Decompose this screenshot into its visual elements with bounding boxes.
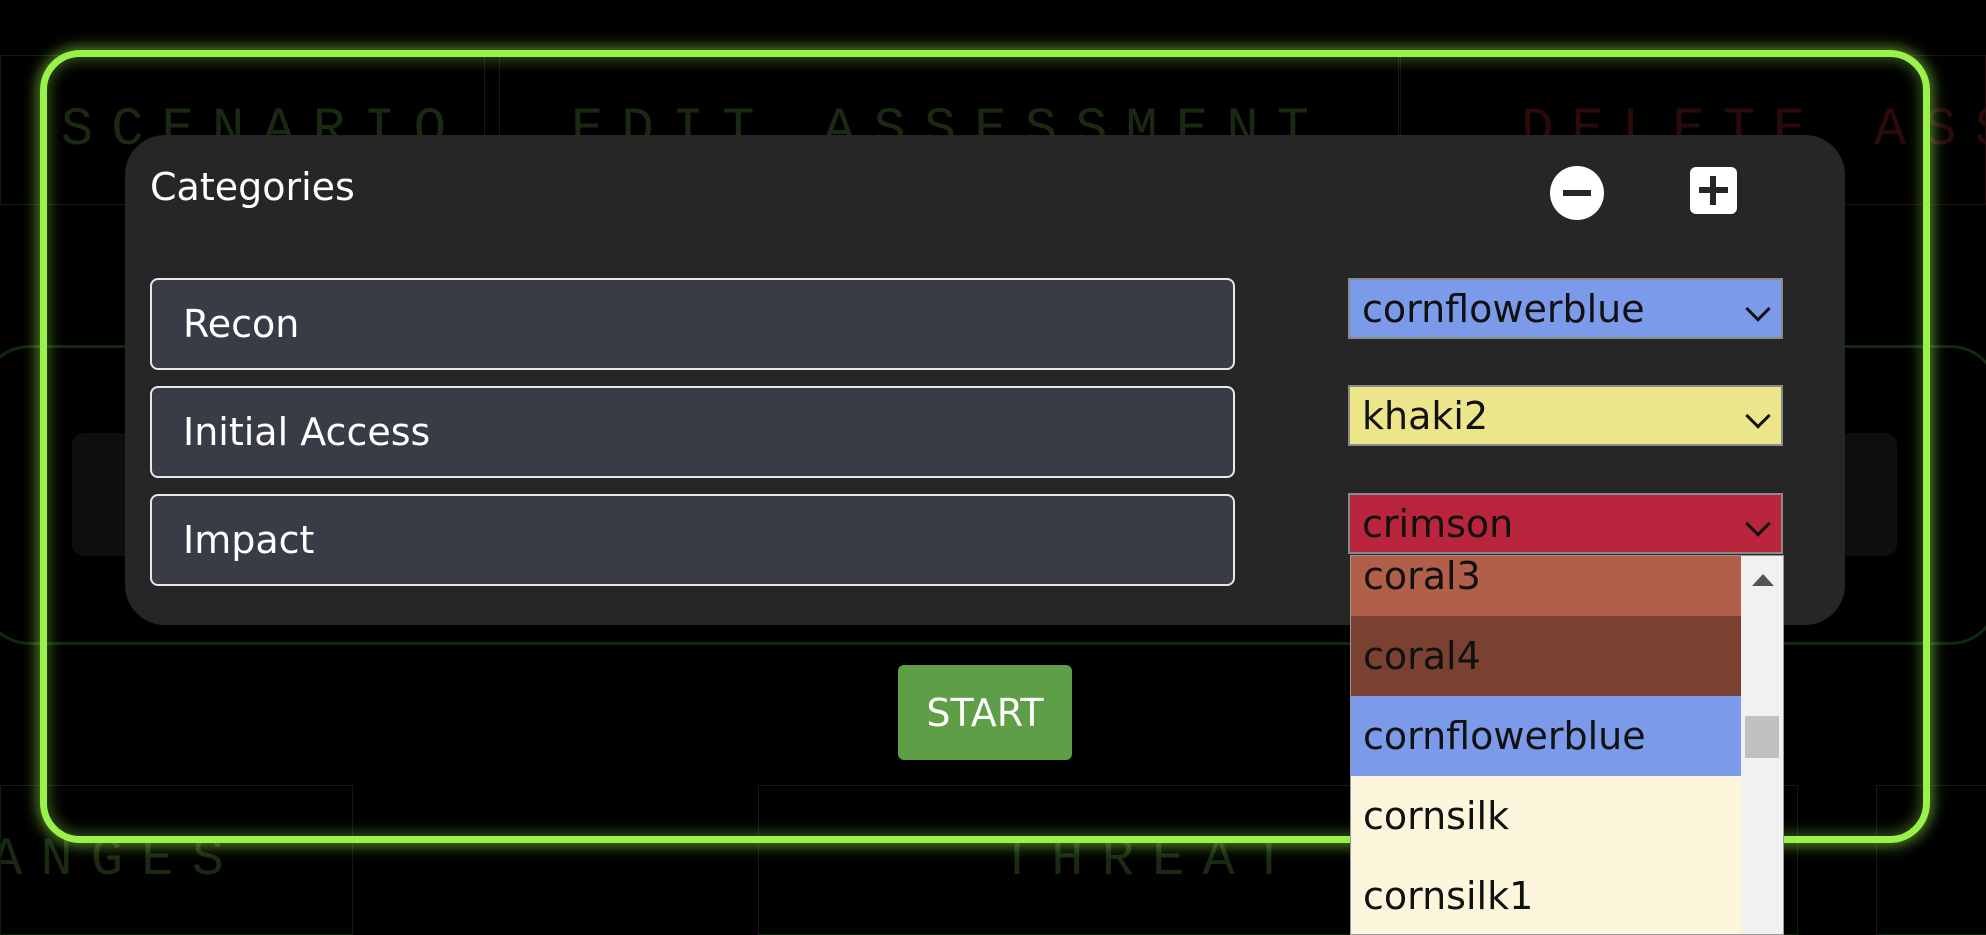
chevron-down-icon — [1745, 511, 1771, 537]
scroll-up-icon[interactable] — [1752, 574, 1774, 586]
dropdown-option[interactable]: coral3 — [1351, 556, 1741, 616]
color-dropdown-list[interactable]: coral3 coral4 cornflowerblue cornsilk co… — [1350, 555, 1784, 935]
select-value: crimson — [1362, 501, 1514, 546]
minus-circle-icon[interactable] — [1550, 166, 1604, 220]
category-name-input[interactable]: Impact — [150, 494, 1235, 586]
dropdown-option[interactable]: cornsilk — [1351, 776, 1741, 856]
chevron-down-icon — [1745, 296, 1771, 322]
scroll-thumb[interactable] — [1745, 716, 1779, 758]
dropdown-option-selected[interactable]: cornflowerblue — [1351, 696, 1741, 776]
category-color-select[interactable]: khaki2 — [1348, 385, 1783, 446]
category-color-select[interactable]: crimson — [1348, 493, 1783, 554]
modal-title: Categories — [150, 165, 355, 209]
category-color-select[interactable]: cornflowerblue — [1348, 278, 1783, 339]
category-name-input[interactable]: Recon — [150, 278, 1235, 370]
select-value: cornflowerblue — [1362, 286, 1645, 331]
select-value: khaki2 — [1362, 393, 1489, 438]
plus-square-icon[interactable] — [1690, 167, 1737, 214]
category-name-input[interactable]: Initial Access — [150, 386, 1235, 478]
glow-frame — [40, 50, 1930, 843]
dropdown-scrollbar[interactable] — [1741, 556, 1783, 934]
categories-modal: Categories Recon Initial Access Impact c… — [125, 135, 1845, 625]
dropdown-option[interactable]: coral4 — [1351, 616, 1741, 696]
chevron-down-icon — [1745, 403, 1771, 429]
start-button[interactable]: START — [898, 665, 1072, 760]
dropdown-option[interactable]: cornsilk1 — [1351, 856, 1741, 934]
